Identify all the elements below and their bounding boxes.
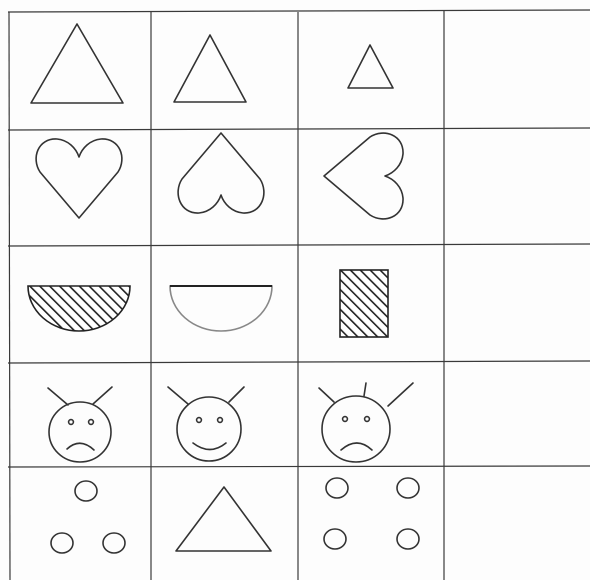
triangle-large-shape <box>31 24 123 103</box>
row-faces <box>48 362 589 466</box>
rectangle-hatched-shape <box>340 270 388 337</box>
empty-answer-cell[interactable] <box>445 12 589 128</box>
row-hearts <box>36 129 589 244</box>
empty-answer-cell[interactable] <box>445 362 589 466</box>
sad-face-two-antennae-shape <box>48 387 112 462</box>
half-disc-hatched-shape <box>28 286 130 331</box>
row-circles <box>51 467 589 580</box>
three-circles-shape <box>51 481 125 553</box>
triangle-small-shape <box>348 45 393 88</box>
empty-answer-cell[interactable] <box>445 467 589 580</box>
row-triangles <box>31 12 589 128</box>
empty-answer-cell[interactable] <box>445 245 589 361</box>
happy-face-two-antennae-shape <box>168 387 244 461</box>
heart-rotated-shape <box>324 133 403 219</box>
triangle-medium-shape <box>174 35 246 102</box>
row-halves <box>28 245 589 361</box>
heart-inverted-shape <box>178 133 264 213</box>
empty-answer-cell[interactable] <box>445 129 589 244</box>
sad-face-three-antennae-shape <box>319 383 413 462</box>
half-disc-outline-shape <box>170 286 272 331</box>
four-circles-shape <box>324 478 419 549</box>
triangle-shape <box>176 487 271 551</box>
heart-upright-shape <box>36 139 122 218</box>
